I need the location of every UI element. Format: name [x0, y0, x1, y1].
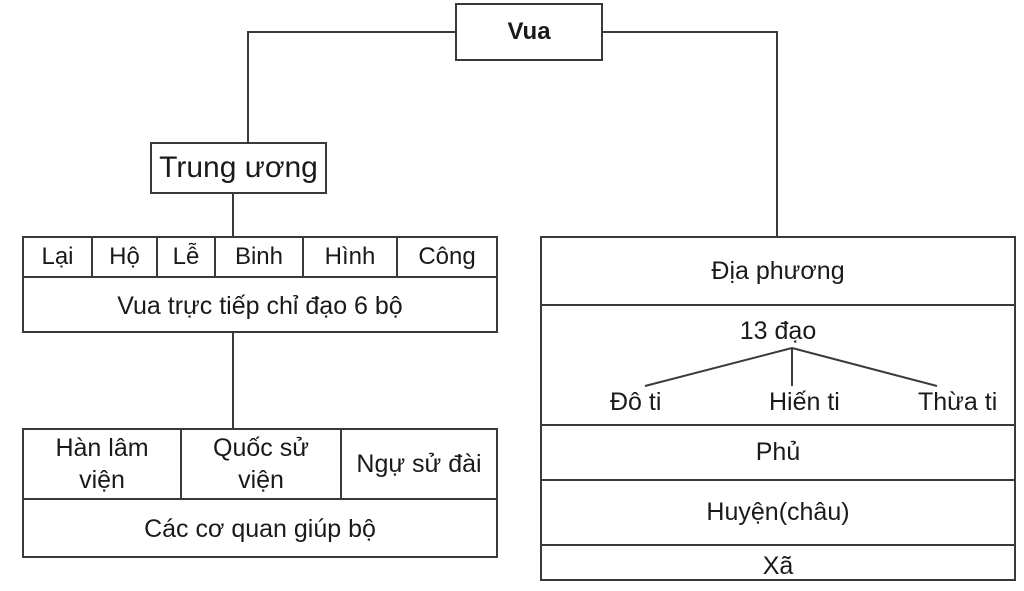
node-trung-uong-label: Trung ương [159, 151, 318, 184]
level-phu-label: Phủ [755, 438, 801, 466]
level-huyen-label: Huyện(châu) [706, 498, 850, 526]
node-13-dao-label: 13 đạo [739, 316, 817, 345]
ministry-hinh: Hình [304, 238, 398, 276]
ministry-binh: Binh [216, 238, 304, 276]
agencies-caption: Các cơ quan giúp bộ [144, 515, 376, 543]
local-column: Địa phương 13 đạo Đô ti Hiến ti Thừa ti … [540, 236, 1016, 581]
node-vua: Vua [455, 3, 603, 61]
node-dia-phuong-label: Địa phương [711, 256, 845, 285]
office-do-ti: Đô ti [610, 388, 662, 416]
level-huyen: Huyện(châu) [542, 481, 1014, 546]
level-phu: Phủ [542, 426, 1014, 481]
agency-quoc-su-vien: Quốc sử viện [182, 430, 342, 498]
agency-ngu-su-dai: Ngự sử đài [356, 449, 482, 478]
branch-line-do-ti [644, 347, 793, 387]
node-13-dao: 13 đạo Đô ti Hiến ti Thừa ti [542, 306, 1014, 426]
ministry-le: Lễ [158, 238, 216, 276]
agencies-row: Hàn lâm viện Quốc sử viện Ngự sử đài [24, 430, 496, 500]
branch-line-thua-ti [791, 347, 938, 387]
node-trung-uong: Trung ương [150, 142, 327, 194]
ministry-lai: Lại [24, 238, 93, 276]
ministries-caption: Vua trực tiếp chỉ đạo 6 bộ [117, 291, 403, 320]
level-xa: Xã [542, 546, 1014, 591]
office-thua-ti: Thừa ti [918, 388, 998, 416]
node-vua-label: Vua [507, 17, 551, 45]
ministries-row: Lại Hộ Lễ Binh Hình Công [24, 238, 496, 278]
office-hien-ti: Hiến ti [769, 388, 840, 416]
dao-branch-lines [644, 347, 938, 387]
node-dia-phuong: Địa phương [542, 238, 1014, 306]
level-xa-label: Xã [762, 552, 794, 580]
connector-vua-to-trung-uong [247, 31, 455, 142]
agency-han-lam-vien: Hàn lâm viện [24, 430, 182, 498]
ministry-ho: Hộ [93, 238, 158, 276]
ministries-box: Lại Hộ Lễ Binh Hình Công Vua trực tiếp c… [22, 236, 498, 333]
agencies-box: Hàn lâm viện Quốc sử viện Ngự sử đài Các… [22, 428, 498, 558]
connector-vua-to-dia-phuong [603, 31, 778, 236]
connector-lines [232, 31, 778, 428]
ministry-cong: Công [418, 243, 476, 270]
